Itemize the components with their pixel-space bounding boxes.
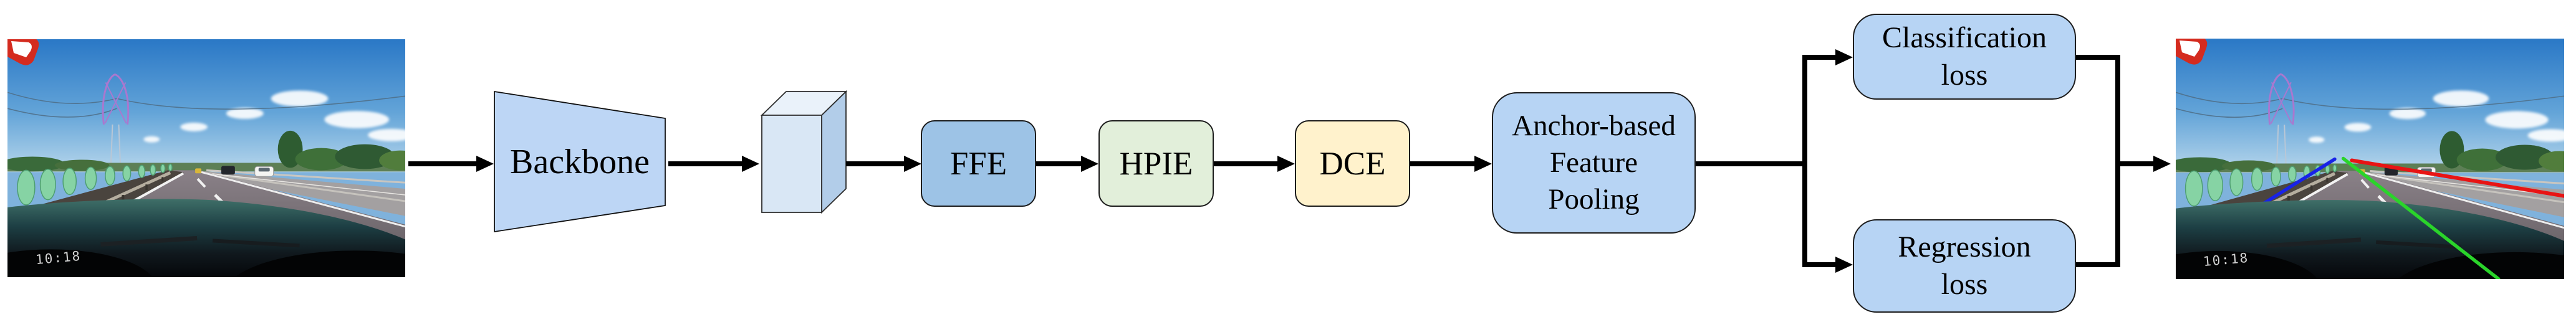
input-road-scene	[7, 39, 405, 277]
backbone-trapezoid	[494, 90, 666, 233]
wiper-icon	[2376, 240, 2461, 249]
wiper-icon	[212, 239, 300, 248]
sky	[2176, 39, 2564, 173]
output-road-image: 10:18	[2176, 39, 2564, 279]
hood	[7, 199, 405, 277]
sky	[7, 39, 405, 173]
pylon	[2268, 73, 2295, 171]
clouds	[143, 90, 405, 143]
ffe-label: FFE	[949, 145, 1007, 182]
hpie-label: HPIE	[1119, 145, 1193, 182]
hpie-block: HPIE	[1098, 120, 1214, 207]
ffe-block: FFE	[921, 120, 1036, 207]
classification-loss-block: Classification loss	[1853, 14, 2076, 100]
classification-loss-label-line: Classification	[1882, 21, 2047, 54]
wiper-icon	[2266, 237, 2362, 249]
lane-line-green	[2341, 156, 2501, 279]
adjacent-roadway	[193, 169, 405, 216]
input-road-image: 10:18	[7, 39, 405, 277]
dashcam-logo-icon	[2176, 39, 2209, 67]
dashcam-logo-icon	[7, 39, 41, 68]
trees	[7, 130, 405, 172]
power-lines	[7, 92, 405, 118]
vehicles	[195, 166, 274, 177]
delineator-markers	[17, 163, 173, 206]
regression-loss-label-line: Regression	[1898, 230, 2031, 263]
arrow-lines	[408, 55, 2155, 267]
feature-cube	[760, 90, 848, 214]
anchor-pooling-label-line: Pooling	[1548, 183, 1640, 215]
anchor-pooling-label-line: Feature	[1550, 146, 1638, 179]
clouds	[2309, 90, 2564, 143]
right-edge-line	[2365, 172, 2564, 229]
dce-block: DCE	[1295, 120, 1410, 207]
lane-line-red	[2350, 158, 2564, 198]
arrow-heads	[476, 49, 2171, 273]
regression-loss-block: Regression loss	[1853, 219, 2076, 313]
wiper-icon	[100, 236, 198, 247]
power-lines	[2176, 92, 2564, 118]
backbone-label: Backbone	[510, 142, 650, 181]
classification-loss-label-line: loss	[1941, 59, 1988, 92]
anchor-pooling-label-line: Anchor-based	[1512, 110, 1676, 142]
output-road-scene	[2176, 39, 2564, 279]
dce-label: DCE	[1319, 145, 1386, 182]
hood	[2176, 200, 2564, 279]
cube-front-face	[761, 115, 822, 213]
regression-loss-label-line: loss	[1941, 268, 1988, 301]
right-edge-line	[201, 171, 405, 228]
pylon	[102, 73, 130, 171]
anchor-pooling-block: Anchor-based Feature Pooling	[1492, 92, 1696, 234]
